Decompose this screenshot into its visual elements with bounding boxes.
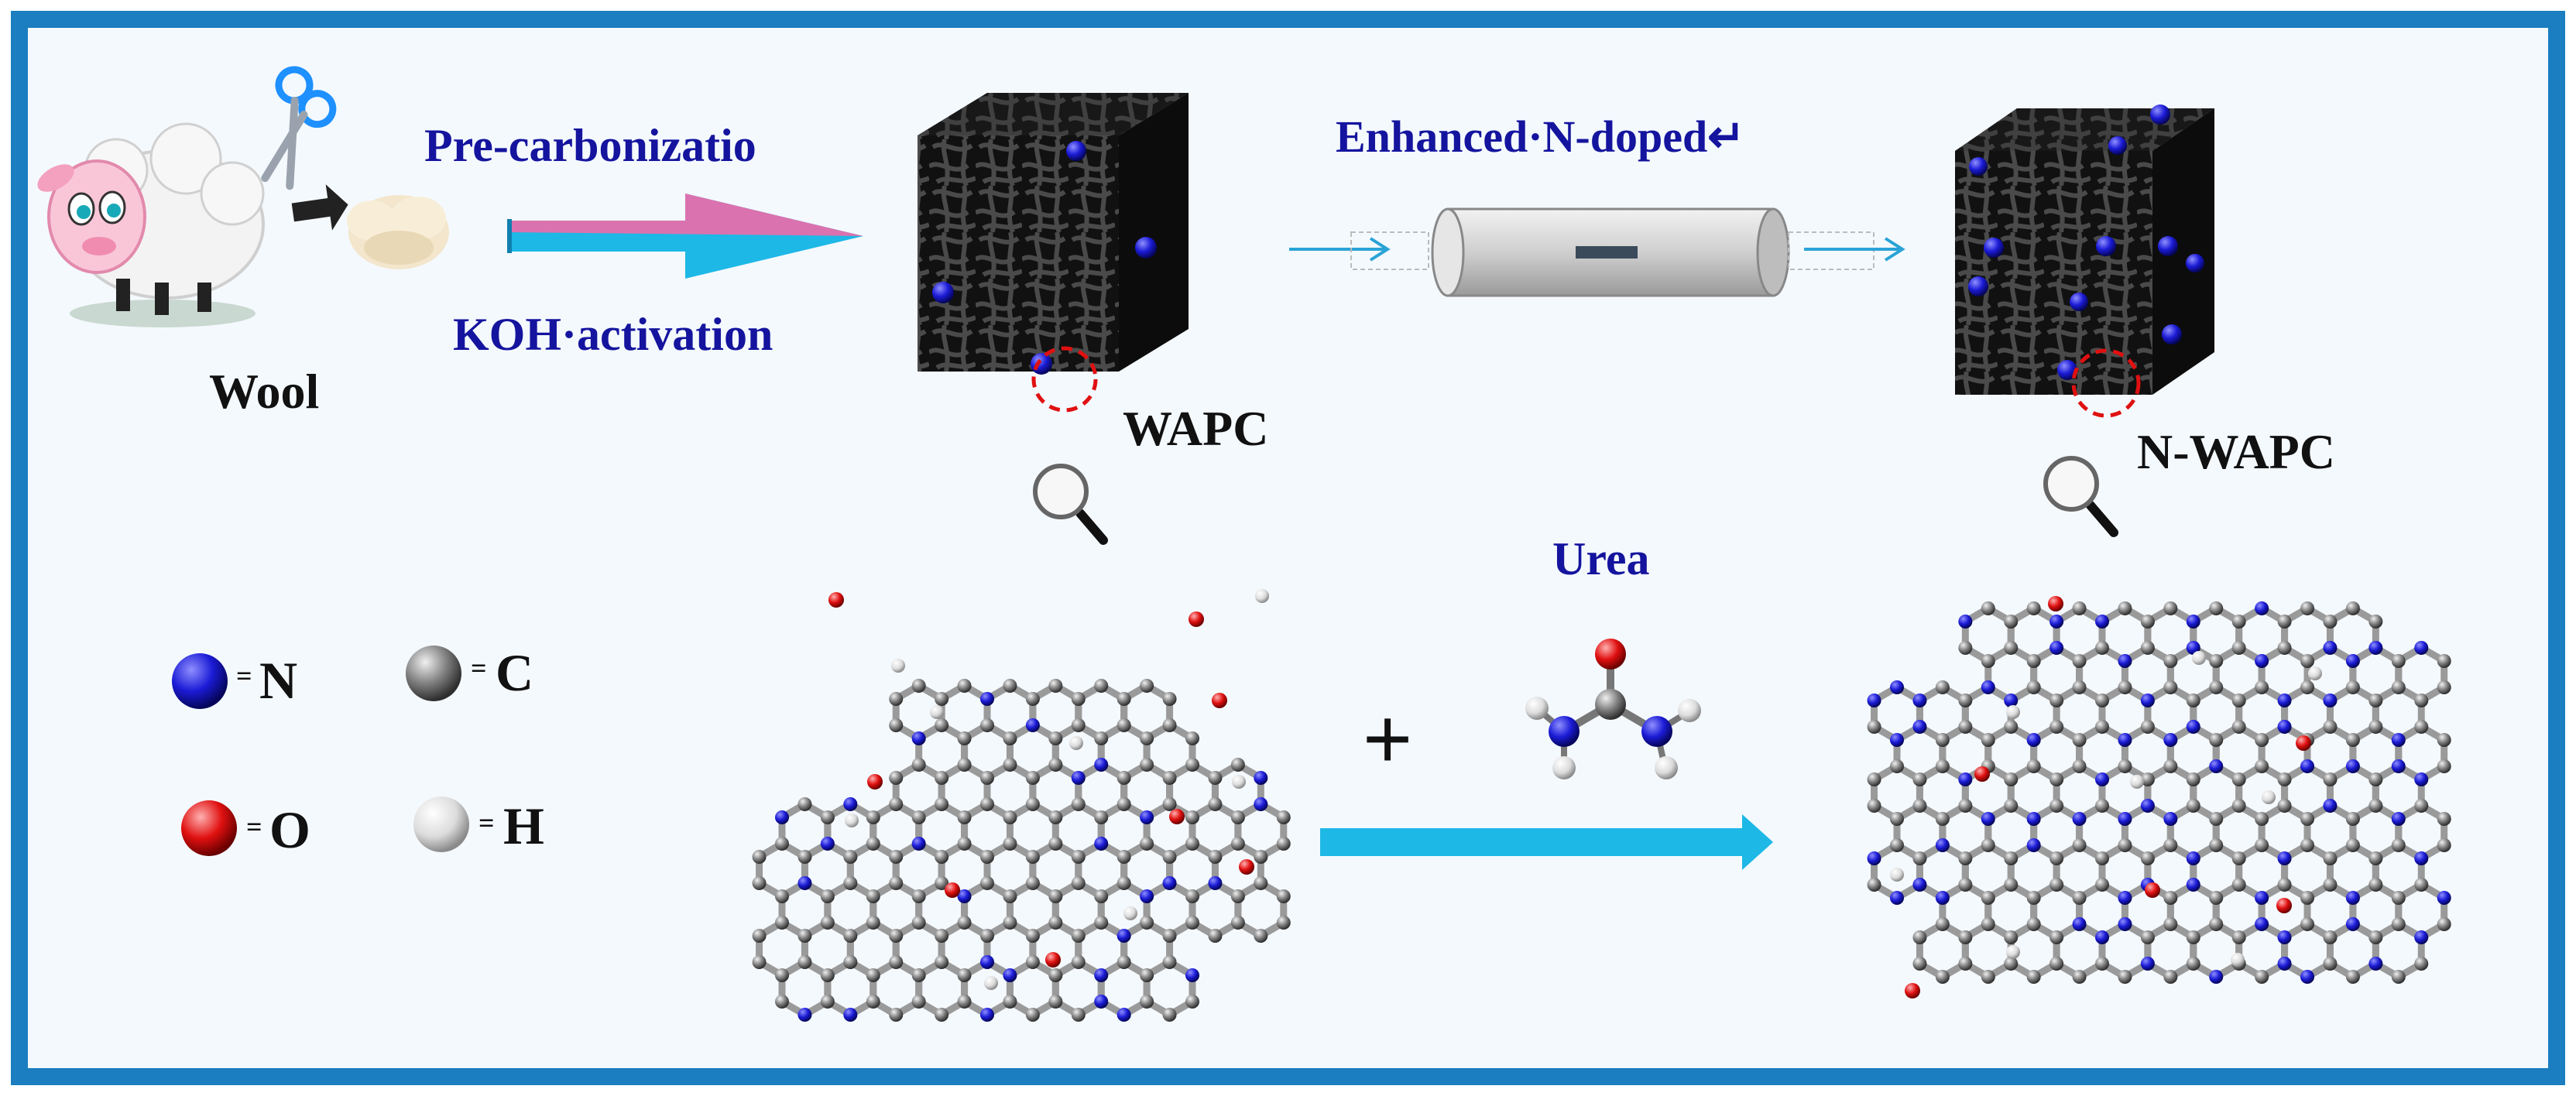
nwapc-label: N-WAPC (2137, 424, 2335, 479)
wool-tuft-icon (347, 195, 449, 269)
plus-sign: + (1363, 691, 1413, 786)
activation-arrow (507, 194, 863, 279)
step1-top-label: Pre-carbonizatio (424, 120, 756, 171)
nwapc-cube (1955, 104, 2214, 418)
legend-eq-c: = (471, 652, 487, 683)
legend-symbol-c: C (496, 643, 534, 702)
legend-symbol-h: H (503, 796, 544, 855)
magnifier-icon (1033, 464, 1108, 545)
magnifier-icon-2 (2043, 456, 2118, 537)
legend-symbol-o: O (269, 800, 310, 859)
nwapc-molecular-structure (1867, 596, 2451, 998)
legend-eq-o: = (246, 811, 262, 842)
urea-label: Urea (1552, 533, 1650, 584)
sheep-icon (37, 122, 265, 327)
step2-top-label: Enhanced·N-doped↵ (1336, 111, 1745, 162)
legend-spheres (172, 646, 469, 856)
legend-eq-n: = (236, 660, 252, 691)
tube-furnace-icon (1289, 207, 1905, 297)
legend-symbol-n: N (259, 651, 298, 710)
wapc-label: WAPC (1123, 401, 1269, 456)
wapc-molecular-structure (752, 589, 1291, 1022)
reaction-arrow (1320, 814, 1773, 870)
wapc-cube (918, 93, 1189, 413)
step1-bottom-label: KOH·activation (453, 309, 773, 360)
urea-molecule (1525, 639, 1701, 779)
pointer-arrow-icon (291, 184, 348, 231)
scissors-icon (261, 66, 337, 190)
legend-eq-h: = (478, 807, 495, 838)
wool-label: Wool (209, 364, 320, 419)
